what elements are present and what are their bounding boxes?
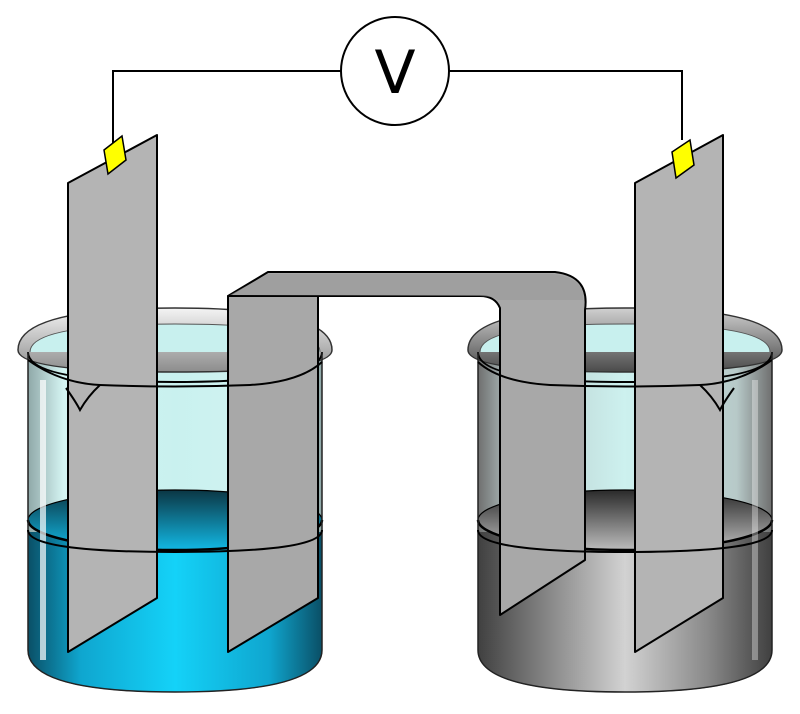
salt-bridge (227, 271, 587, 653)
right-electrode (634, 134, 724, 653)
beaker-front-edges (27, 359, 773, 554)
salt-bridge-left-leg (227, 295, 319, 653)
voltmeter: V (340, 16, 450, 126)
left-wire (112, 70, 342, 150)
right-electrode-plate (634, 134, 724, 653)
left-electrode-plate (67, 134, 158, 653)
left-electrode (67, 134, 158, 653)
right-clip (671, 138, 695, 180)
left-clip (103, 134, 127, 176)
voltmeter-dial (340, 16, 450, 126)
right-wire (449, 70, 683, 140)
external-circuit: V (112, 16, 683, 150)
voltmeter-label: V (374, 38, 415, 108)
